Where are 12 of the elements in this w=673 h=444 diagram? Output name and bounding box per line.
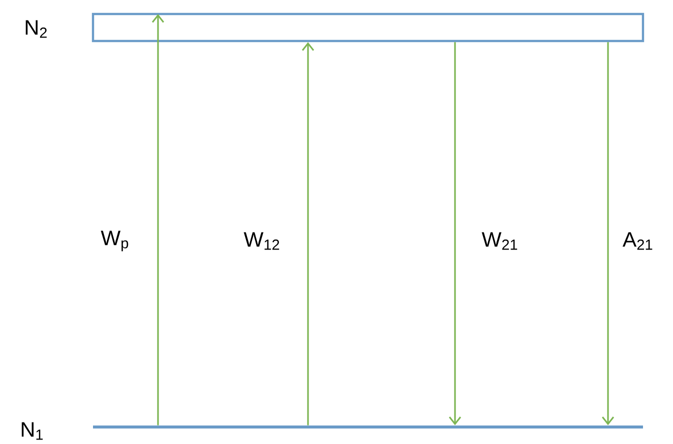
arrow: [152, 14, 164, 426]
arrow: [602, 42, 614, 426]
energy-level-line: [93, 425, 643, 428]
arrow: [302, 42, 314, 426]
level-label: N$_{2}$: [26, 20, 47, 38]
arrow: [448, 42, 462, 426]
edge-label: A$_{21}$: [622, 231, 654, 251]
edge-label: W$_{p}$: [100, 230, 130, 252]
edge-label: W$_{12}$: [242, 231, 282, 251]
level-label: N$_{1}$: [22, 422, 43, 440]
energy-level-band: [92, 12, 644, 42]
edge-label: W$_{21}$: [480, 231, 520, 251]
